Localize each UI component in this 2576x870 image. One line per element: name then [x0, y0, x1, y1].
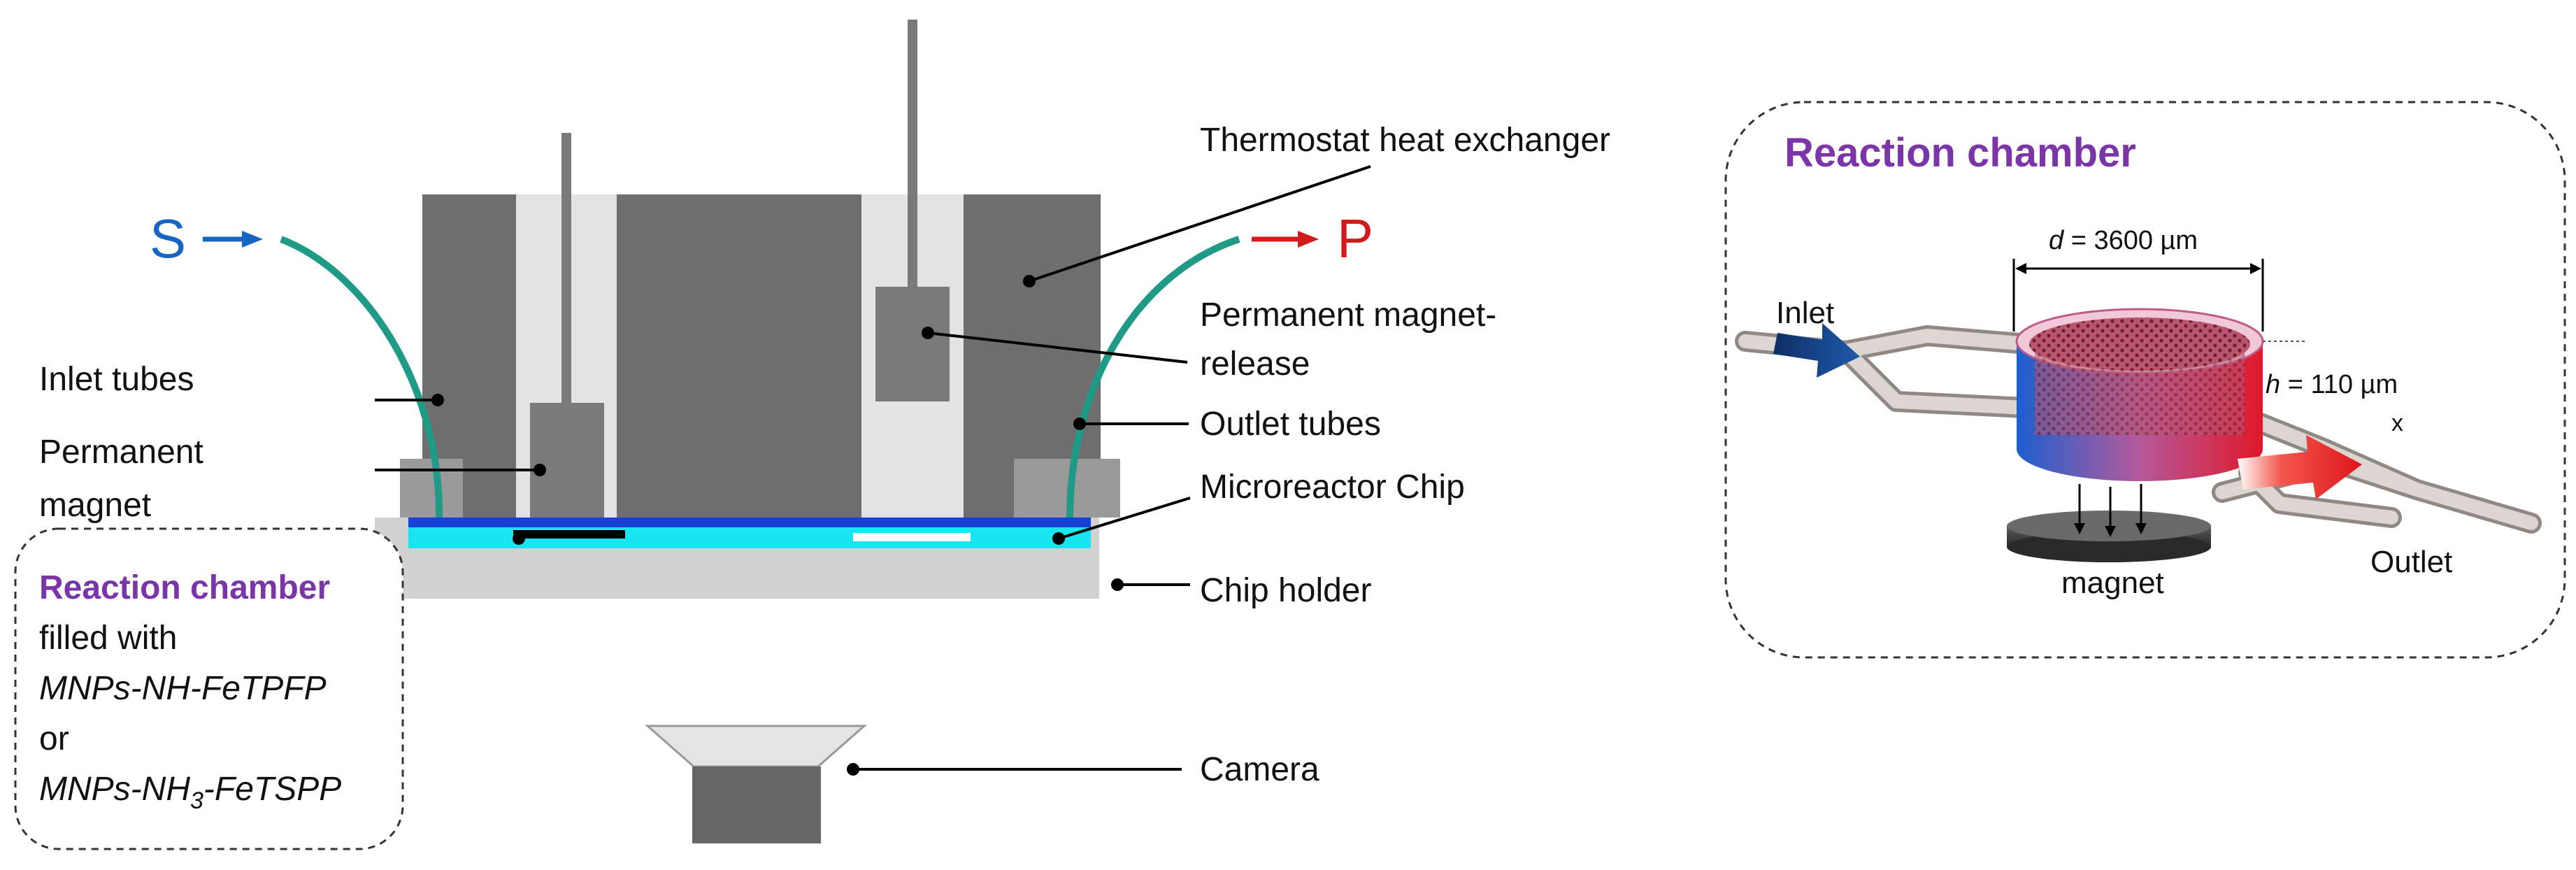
label-permanent-magnet-2: magnet: [39, 487, 151, 524]
height-label: h = 110 µm: [2266, 370, 2398, 399]
label-permanent-magnet-1: Permanent: [39, 434, 203, 471]
outlet-flow-arrow: [2238, 435, 2362, 499]
microreactor-chip-layer: [408, 518, 1091, 527]
outlet-tube: [1066, 236, 1240, 518]
chamber-note-line3: MNPs-NH-FeTPFP: [39, 670, 327, 707]
label-camera: Camera: [1200, 751, 1319, 788]
inset-x-mark: x: [2391, 410, 2403, 436]
reactor-cylinder: [2015, 308, 2264, 481]
permanent-magnet-rod: [530, 133, 604, 518]
reaction-chamber-inset: Reaction chamber: [1724, 101, 2566, 659]
label-microreactor-chip: Microreactor Chip: [1200, 469, 1465, 506]
leader-lines: [375, 165, 1371, 771]
magnet-release-rod: [875, 20, 950, 401]
inlet-tube: [280, 236, 443, 518]
inset-magnet-label: magnet: [2061, 566, 2164, 600]
s-arrow: [203, 231, 263, 248]
magnet-disk: [2007, 511, 2211, 562]
leader-dots: [431, 275, 1124, 776]
chamber-note: Reaction chamber filled with MNPs-NH-FeT…: [14, 527, 404, 850]
chamber-note-title: Reaction chamber: [39, 569, 330, 606]
label-magnet-release-1: Permanent magnet-: [1200, 297, 1496, 334]
inlet-fitting: [400, 459, 463, 518]
camera: [645, 725, 867, 843]
channel-window: [853, 533, 971, 541]
inset-outlet-label: Outlet: [2370, 545, 2452, 579]
label-thermostat: Thermostat heat exchanger: [1200, 122, 1610, 159]
p-arrow: [1252, 231, 1319, 248]
label-inlet-tubes: Inlet tubes: [39, 361, 194, 398]
chamber-note-line2: filled with: [39, 620, 177, 657]
s-label: S: [150, 208, 186, 269]
label-magnet-release-2: release: [1200, 345, 1310, 383]
inlet-flow-arrow: [1773, 323, 1860, 378]
reaction-chamber-slot: [513, 530, 625, 539]
diameter-dimension: [2012, 259, 2264, 331]
label-chip-holder: Chip holder: [1200, 572, 1372, 609]
chamber-note-line4: or: [39, 720, 69, 757]
label-outlet-tubes: Outlet tubes: [1200, 406, 1381, 443]
inset-inlet-label: Inlet: [1776, 296, 1834, 330]
inset-title: Reaction chamber: [1784, 130, 2136, 176]
diameter-label: d = 3600 µm: [2049, 226, 2198, 255]
p-label: P: [1337, 208, 1373, 269]
field-arrows: [2078, 484, 2142, 529]
chamber-note-line5: MNPs-NH3-FeTSPP: [39, 771, 341, 814]
